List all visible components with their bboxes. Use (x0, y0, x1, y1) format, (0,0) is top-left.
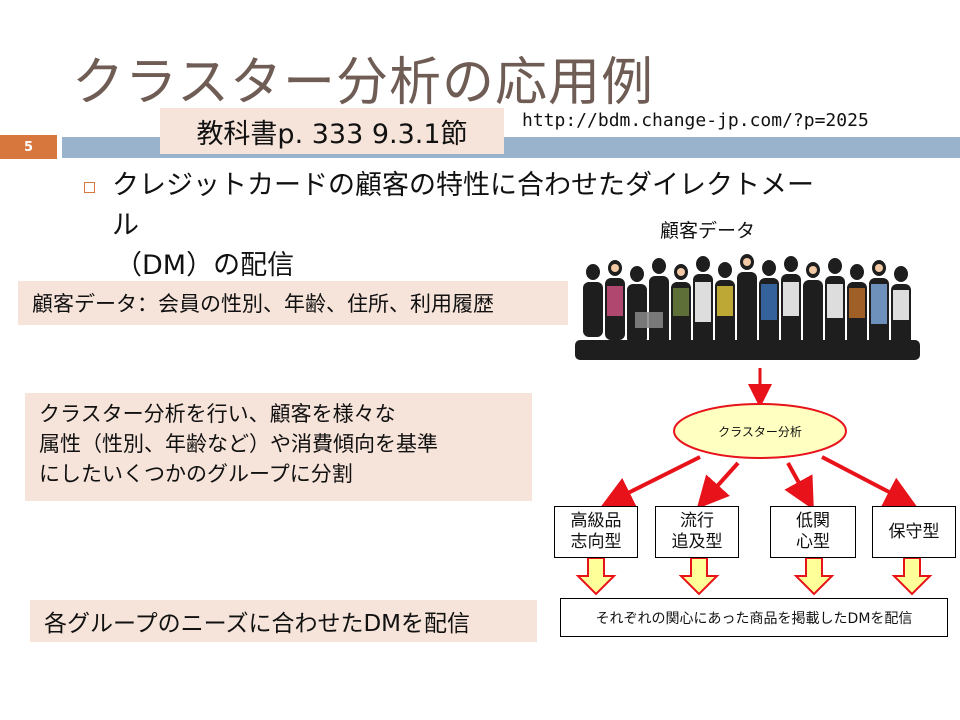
group-1-line-2: 志向型 (570, 532, 622, 552)
clustering-line-1: クラスター分析を行い、顧客を様々な (39, 402, 396, 426)
bullet-line-1: クレジットカードの顧客の特性に合わせたダイレクトメール (112, 170, 814, 241)
slide-title: クラスター分析の応用例 (72, 53, 654, 113)
cluster-diagram: クラスター分析 高級品志向型 流行追及型 低関心型 保守型 それぞれの関心にあっ… (550, 360, 960, 650)
clustering-description-box: クラスター分析を行い、顧客を様々な 属性（性別、年齢など）や消費傾向を基準 にし… (25, 393, 532, 501)
diagram-arrows (575, 368, 933, 596)
cluster-analysis-label: クラスター分析 (718, 425, 802, 439)
group-2-line-2: 追及型 (671, 532, 723, 552)
group-box-trend: 流行追及型 (655, 506, 739, 558)
bullet-line-2: （DM）の配信 (115, 250, 295, 281)
down-arrow-1 (575, 557, 617, 596)
customer-image-label: 顧客データ (660, 220, 756, 242)
arrow-to-group-4 (821, 455, 918, 507)
group-1-line-1: 高級品 (570, 511, 622, 531)
down-arrow-4 (891, 557, 933, 596)
dm-delivery-box: 各グループのニーズに合わせたDMを配信 (30, 600, 537, 642)
down-arrow-3 (793, 557, 835, 596)
arrow-to-group-2 (696, 461, 740, 509)
arrow-to-group-1 (600, 455, 701, 507)
group-box-luxury: 高級品志向型 (554, 506, 638, 558)
reference-url: http://bdm.change-jp.com/?p=2025 (522, 110, 869, 131)
textbook-reference: 教科書p. 333 9.3.1節 (160, 108, 504, 154)
group-4-label: 保守型 (888, 521, 940, 542)
dm-result-box: それぞれの関心にあった商品を掲載したDMを配信 (560, 598, 948, 637)
slide-number: 5 (0, 135, 57, 159)
clustering-line-3: にしたいくつかのグループに分割 (39, 462, 353, 486)
customer-data-box: 顧客データ：会員の性別、年齢、住所、利用履歴 (18, 281, 568, 325)
crowd-of-people-image (575, 254, 920, 360)
clustering-line-2: 属性（性別、年齢など）や消費傾向を基準 (39, 432, 438, 456)
bullet-square-icon (84, 182, 95, 193)
arrow-to-group-3 (784, 462, 814, 511)
group-3-line-1: 低関 (796, 511, 830, 531)
cluster-analysis-oval (673, 403, 847, 459)
down-arrow-2 (678, 557, 720, 596)
group-box-low-interest: 低関心型 (770, 506, 856, 558)
bullet-text: クレジットカードの顧客の特性に合わせたダイレクトメール （DM）の配信 (112, 166, 832, 286)
group-2-line-1: 流行 (680, 511, 714, 531)
group-3-line-2: 心型 (796, 532, 830, 552)
group-box-conservative: 保守型 (872, 506, 956, 558)
